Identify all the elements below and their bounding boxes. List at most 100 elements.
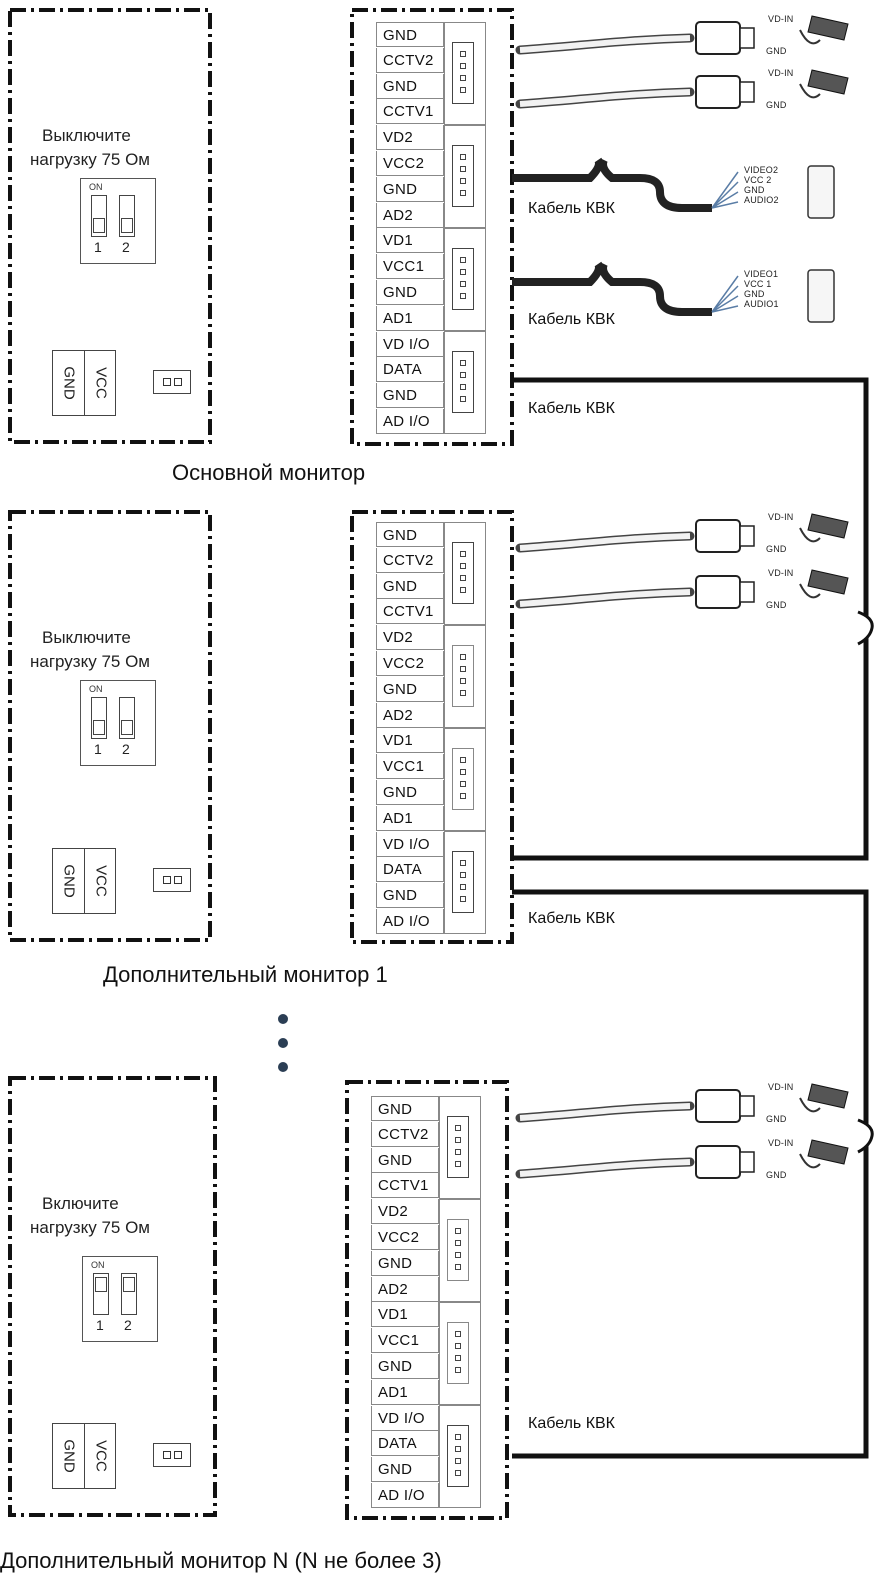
terminal-data-label: DATA bbox=[371, 1431, 439, 1457]
connector-pin bbox=[460, 793, 466, 799]
terminal-vd1-label: VD1 bbox=[371, 1302, 439, 1328]
terminal-adio-label: AD I/O bbox=[376, 909, 444, 934]
dip-switch-2 bbox=[119, 697, 135, 739]
connector-pin bbox=[455, 1446, 461, 1452]
connector-icon bbox=[447, 1425, 469, 1487]
terminal-cctv1-label: CCTV1 bbox=[371, 1173, 439, 1199]
dip-note-line1: Выключите bbox=[42, 628, 131, 647]
camera-gnd-label: GND bbox=[766, 544, 787, 554]
jumper-pin bbox=[174, 1451, 182, 1459]
terminal-group bbox=[444, 125, 486, 228]
camera-icon bbox=[807, 569, 849, 595]
kvk-cable bbox=[512, 261, 712, 316]
dip-knob bbox=[95, 1277, 107, 1292]
kvk-cable-label: Кабель КВК bbox=[528, 311, 615, 328]
rca-tip bbox=[739, 27, 755, 49]
cable-break-mark bbox=[857, 610, 874, 646]
camera-bracket bbox=[799, 527, 821, 543]
gnd-label: GND bbox=[60, 864, 77, 898]
door-panel-vcc-label: VCC 2 bbox=[744, 175, 772, 185]
terminal-cctv2-label: CCTV2 bbox=[371, 1121, 439, 1147]
dip-on-label: ON bbox=[89, 684, 103, 694]
connector-pin bbox=[455, 1331, 461, 1337]
connector-pin bbox=[455, 1355, 461, 1361]
kvk-wires bbox=[711, 275, 739, 313]
connector-pin bbox=[455, 1228, 461, 1234]
terminal-ad2-label: AD2 bbox=[376, 202, 444, 228]
terminal-vd1-label: VD1 bbox=[376, 228, 444, 254]
dip-note-line1: Выключите bbox=[42, 126, 131, 145]
terminal-group bbox=[444, 728, 486, 831]
connector-pin bbox=[460, 63, 466, 69]
connector-pin bbox=[460, 178, 466, 184]
vcc-terminal: VCC bbox=[85, 1424, 117, 1488]
dip-number-2: 2 bbox=[122, 239, 130, 255]
vcc-label: VCC bbox=[92, 1440, 110, 1472]
rca-plug bbox=[695, 1089, 741, 1123]
connector-icon bbox=[447, 1116, 469, 1178]
connector-pin bbox=[455, 1252, 461, 1258]
terminal-ad2-label: AD2 bbox=[376, 702, 444, 728]
vcc-terminal: VCC bbox=[85, 351, 117, 415]
door-panel-video-label: VIDEO1 bbox=[744, 269, 779, 279]
dip-note-line2: нагрузку 75 Ом bbox=[30, 150, 150, 169]
terminal-vdio-label: VD I/O bbox=[376, 331, 444, 357]
connector-icon bbox=[452, 145, 474, 207]
camera-gnd-label: GND bbox=[766, 46, 787, 56]
cctv-cable-inner bbox=[519, 1103, 691, 1121]
gnd-terminal: GND bbox=[53, 351, 85, 415]
door-panel-gnd-label: GND bbox=[744, 289, 765, 299]
connector-pin bbox=[460, 654, 466, 660]
terminal-ad1-label: AD1 bbox=[371, 1379, 439, 1405]
connector-pin bbox=[455, 1161, 461, 1167]
dip-note-line1: Включите bbox=[42, 1194, 119, 1213]
connector-pin bbox=[455, 1458, 461, 1464]
monitor-back-panel bbox=[8, 8, 212, 444]
dip-switch-1 bbox=[91, 195, 107, 237]
terminal-vd1-label: VD1 bbox=[376, 728, 444, 754]
terminal-gnd-label: GND bbox=[376, 22, 444, 47]
terminal-block-frame bbox=[350, 510, 514, 944]
terminal-gnd-label: GND bbox=[376, 573, 444, 599]
terminal-vd2-label: VD2 bbox=[376, 625, 444, 651]
connector-pin bbox=[460, 896, 466, 902]
terminal-vcc1-label: VCC1 bbox=[376, 254, 444, 280]
dip-knob bbox=[93, 720, 105, 735]
terminal-block-frame bbox=[350, 8, 514, 446]
camera-vd-in-label: VD-IN bbox=[768, 512, 794, 522]
terminal-group bbox=[444, 625, 486, 728]
connector-pin bbox=[460, 587, 466, 593]
terminal-group bbox=[439, 1096, 481, 1199]
camera-vd-in-label: VD-IN bbox=[768, 14, 794, 24]
camera-gnd-label: GND bbox=[766, 1170, 787, 1180]
door-panel-audio-label: AUDIO2 bbox=[744, 195, 779, 205]
connector-pin bbox=[460, 257, 466, 263]
gnd-label: GND bbox=[60, 1439, 77, 1473]
dip-knob bbox=[121, 720, 133, 735]
rca-tip bbox=[739, 1095, 755, 1117]
rca-tip bbox=[739, 581, 755, 603]
terminal-group bbox=[439, 1199, 481, 1302]
ellipsis-dot bbox=[278, 1062, 288, 1072]
monitor-title: Дополнительный монитор N (N не более 3) bbox=[0, 1548, 442, 1573]
connector-pin bbox=[455, 1470, 461, 1476]
rca-plug bbox=[695, 519, 741, 553]
bus-cable-1 bbox=[512, 377, 869, 861]
terminal-group bbox=[444, 331, 486, 434]
connector-icon bbox=[452, 351, 474, 413]
dip-knob bbox=[121, 218, 133, 233]
camera-icon bbox=[807, 513, 849, 539]
terminal-group bbox=[439, 1405, 481, 1508]
terminal-group bbox=[444, 228, 486, 331]
dip-number-1: 1 bbox=[94, 741, 102, 757]
kvk-cable-label: Кабель КВК bbox=[528, 200, 615, 217]
connector-pin bbox=[460, 51, 466, 57]
dip-switch-2 bbox=[121, 1273, 137, 1315]
terminal-vcc2-label: VCC2 bbox=[376, 651, 444, 676]
terminal-ad2-label: AD2 bbox=[371, 1276, 439, 1302]
connector-pin bbox=[460, 281, 466, 287]
monitor-title: Дополнительный монитор 1 bbox=[103, 962, 388, 987]
terminal-vcc1-label: VCC1 bbox=[371, 1328, 439, 1354]
jumper-icon bbox=[153, 370, 191, 394]
